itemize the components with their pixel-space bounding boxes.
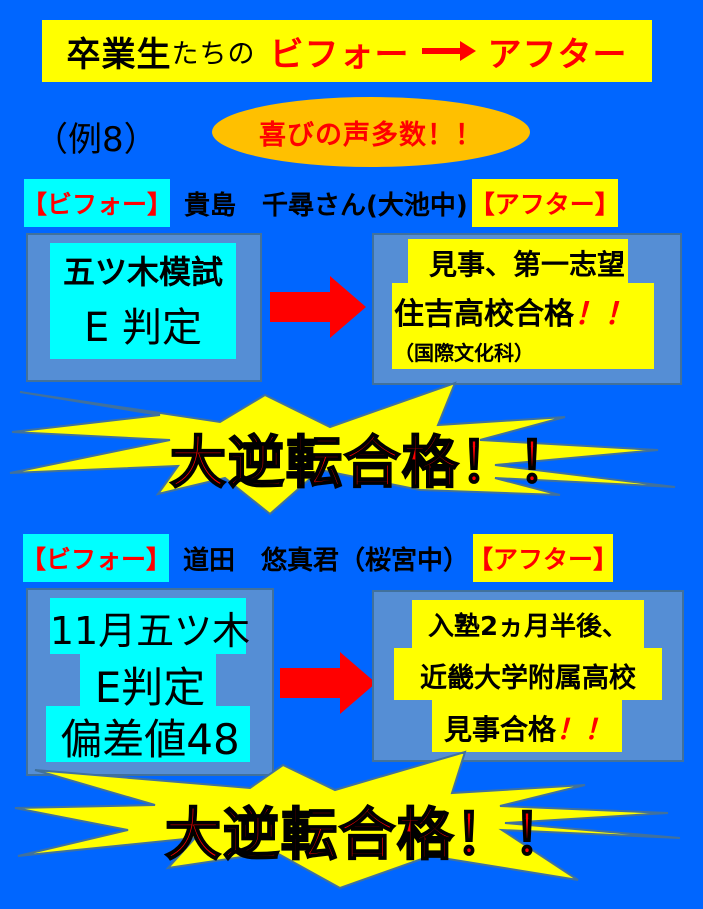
- before-box-1: 五ツ木模試 E 判定: [26, 233, 262, 382]
- exclaim: ！！: [556, 713, 613, 746]
- title-after: アフター: [487, 34, 628, 75]
- student-row-2: 【ビフォー】 道田 悠真君（桜宮中） 【アフター】: [0, 534, 618, 582]
- title-prefix-small: たちの: [171, 38, 256, 70]
- after-tag: 【アフター】: [470, 179, 620, 227]
- badge-text: 喜びの声多数！！: [259, 119, 483, 151]
- right-arrow-icon: [270, 276, 366, 338]
- student-name: 貴島 千尋さん(大池中): [184, 190, 468, 221]
- before-line: 五ツ木模試: [62, 253, 223, 291]
- exclaim: ！！: [574, 297, 634, 332]
- after-box-2: 入塾2ヵ月半後、 近畿大学附属高校 見事合格！！: [372, 590, 684, 762]
- right-arrow-icon: [421, 41, 476, 61]
- after-line: 見事合格: [443, 713, 556, 746]
- burst-text: 大逆転合格！！: [169, 430, 576, 497]
- after-line: 住吉高校合格: [394, 297, 574, 332]
- student-name: 道田 悠真君（桜宮中）: [183, 545, 470, 576]
- right-arrow-icon: [280, 652, 376, 714]
- starburst-shape: [14, 750, 681, 890]
- before-box-2: 11月五ツ木 E判定 偏差値48: [26, 588, 274, 776]
- after-line: 見事、第一志望: [428, 248, 625, 281]
- before-line: E判定: [94, 663, 206, 712]
- after-box-1: 見事、第一志望 住吉高校合格！！ （国際文化科）: [372, 233, 682, 385]
- after-tag: 【アフター】: [468, 534, 618, 582]
- starburst-shape: [9, 381, 676, 516]
- before-line: 11月五ツ木: [49, 609, 251, 653]
- student-row-1: 【ビフォー】 貴島 千尋さん(大池中) 【アフター】: [0, 179, 620, 227]
- before-tag: 【ビフォー】: [22, 179, 172, 227]
- after-line: 入塾2ヵ月半後、: [427, 612, 629, 642]
- after-line: （国際文化科）: [394, 341, 534, 365]
- title-banner: 卒業生たちの ビフォー アフター: [42, 20, 652, 82]
- after-line: 近畿大学附属高校: [420, 663, 636, 694]
- before-tag: 【ビフォー】: [21, 534, 171, 582]
- example-label: （例8）: [34, 120, 158, 160]
- before-line: E 判定: [84, 305, 202, 351]
- after-line-with-exclaim: 見事合格！！: [374, 708, 682, 748]
- title-before: ビフォー: [269, 34, 410, 75]
- testimonial-badge: 喜びの声多数！！: [212, 97, 530, 167]
- after-line-with-exclaim: 住吉高校合格！！: [394, 289, 634, 333]
- title-prefix: 卒業生: [66, 34, 172, 75]
- before-line: 偏差値48: [60, 715, 240, 764]
- before-highlight: 五ツ木模試 E 判定: [50, 243, 236, 359]
- burst-text: 大逆転合格！！: [164, 802, 571, 869]
